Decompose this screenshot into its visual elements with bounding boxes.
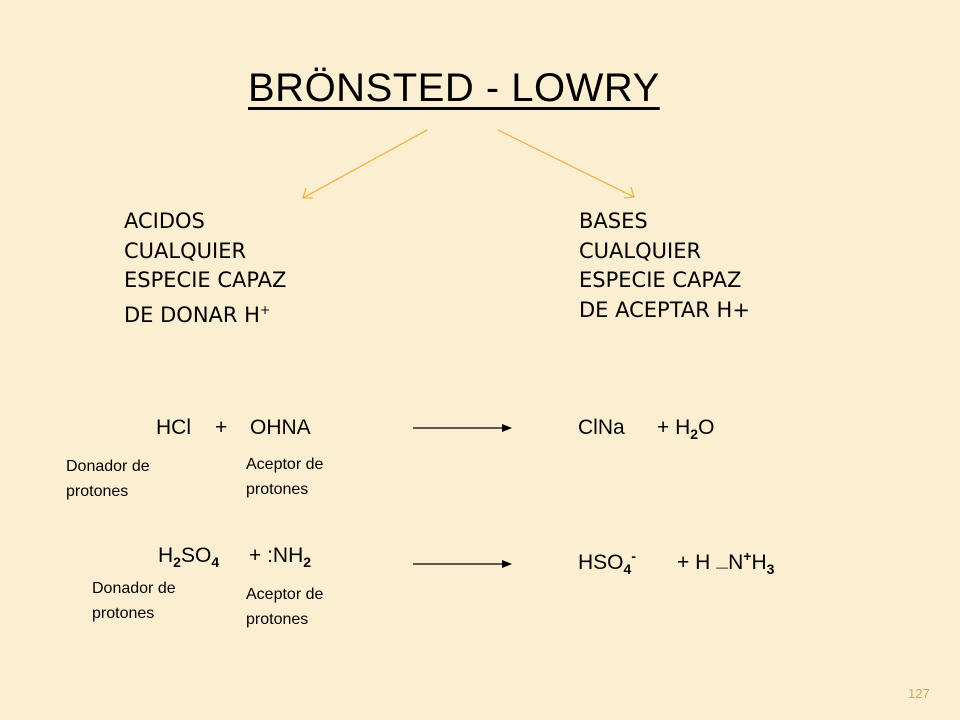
acids-heading: ACIDOS <box>124 209 205 233</box>
bases-definition: BASES CUALQUIER ESPECIE CAPAZ DE ACEPTAR… <box>579 207 750 325</box>
reaction1-donor-label: Donador de protones <box>66 454 150 504</box>
reaction2-product2: + H —N+H3 <box>677 543 774 582</box>
bases-line3: DE ACEPTAR H+ <box>579 297 750 322</box>
reaction2-acceptor-label: Aceptor de protones <box>246 582 323 632</box>
reaction2-product1-sup: - <box>631 548 636 564</box>
reaction2-reactant1: H2SO4 <box>158 543 219 575</box>
reaction1-product2: + H2O <box>657 415 714 447</box>
left-arrowhead <box>302 187 313 199</box>
reaction2-donor-label: Donador de protones <box>92 576 176 626</box>
reaction2-product2-h2: H <box>751 551 767 574</box>
reaction2-acceptor-line1: Aceptor de <box>246 586 324 603</box>
reaction1-product1: ClNa <box>578 416 625 439</box>
acids-line3-text: DE DONAR H <box>124 302 260 327</box>
reaction2-reactant1-h: H <box>158 544 174 567</box>
reaction1-product2-suffix: O <box>698 416 715 439</box>
acids-line3-sup: + <box>259 302 271 317</box>
reaction2-reactant1-sub1: 2 <box>173 554 181 570</box>
reaction1-plus: + <box>215 416 228 439</box>
acids-line2: ESPECIE CAPAZ <box>124 268 287 292</box>
reaction1-product2-prefix: + H <box>657 416 691 439</box>
reaction1-arrowhead <box>502 424 512 432</box>
reaction2-arrowhead <box>502 560 512 568</box>
reaction2-acceptor-line2: protones <box>246 611 309 628</box>
reaction2-reactant1-sub2: 4 <box>211 554 220 570</box>
reaction1-product2-sub: 2 <box>690 426 699 442</box>
reaction1-reactant2: OHNA <box>250 416 311 439</box>
bases-line2: ESPECIE CAPAZ <box>579 268 742 292</box>
reaction1-donor-line2: protones <box>66 483 129 500</box>
page-number: 127 <box>908 686 930 701</box>
reaction1-acceptor-line1: Aceptor de <box>246 456 324 473</box>
acids-line3: DE DONAR H+ <box>124 296 286 331</box>
reaction2-donor-line2: protones <box>92 605 155 622</box>
reaction1-acceptor-line2: protones <box>246 481 309 498</box>
reaction2-product1-text: HSO <box>578 551 624 574</box>
left-branch-arrow <box>302 129 428 199</box>
reaction1-acceptor-label: Aceptor de protones <box>246 452 323 502</box>
slide-title: BRÖNSTED - LOWRY <box>248 66 660 110</box>
right-branch-arrow <box>497 129 635 198</box>
reaction2-product1: HSO4- <box>578 543 636 582</box>
bases-heading: BASES <box>579 209 648 233</box>
reaction2-product2-sub: 3 <box>766 561 775 577</box>
reaction2-reactant2-sub: 2 <box>303 554 312 570</box>
reaction2-reactant1-so: SO <box>180 544 212 567</box>
reaction2-product2-sup: + <box>743 548 752 564</box>
reaction2-reactant2: + :NH2 <box>249 543 311 575</box>
reaction2-product2-dash: — <box>716 560 729 574</box>
acids-line1: CUALQUIER <box>124 238 247 263</box>
reaction2-product2-h: + H <box>677 551 717 574</box>
reaction2-donor-line1: Donador de <box>92 580 176 597</box>
right-arrowhead <box>623 186 635 199</box>
bases-line1: CUALQUIER <box>579 238 702 263</box>
reaction1-donor-line1: Donador de <box>66 458 150 475</box>
reaction2-product1-sub: 4 <box>623 561 632 577</box>
reaction2-product2-n: N <box>728 551 744 574</box>
reaction1-reactant1: HCl <box>156 416 191 439</box>
acids-definition: ACIDOS CUALQUIER ESPECIE CAPAZ DE DONAR … <box>124 207 286 330</box>
reaction2-reactant2-text: + :NH <box>249 544 304 567</box>
